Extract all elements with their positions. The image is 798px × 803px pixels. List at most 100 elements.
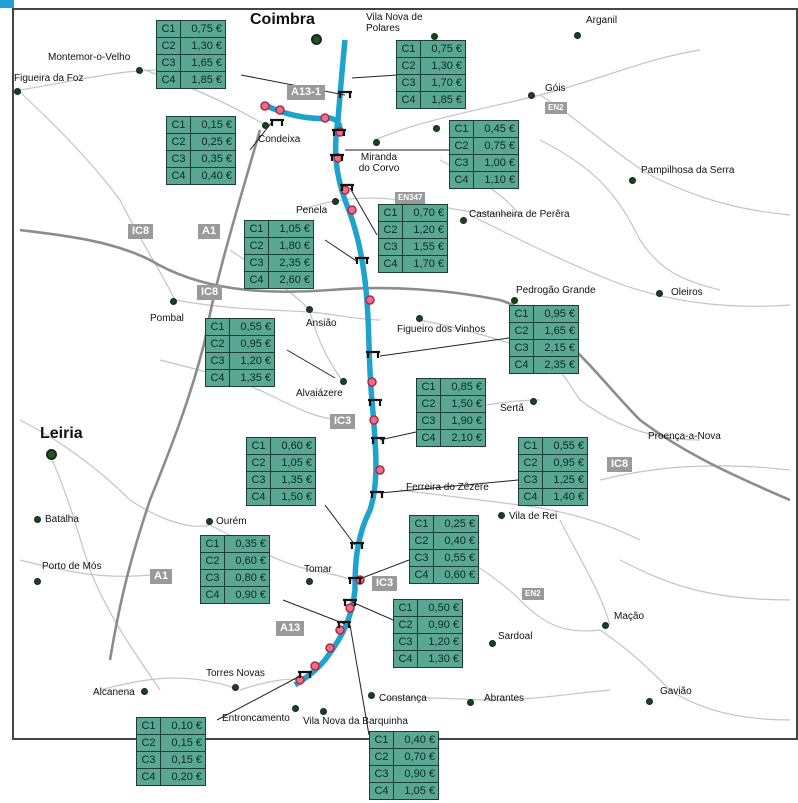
town-leiria[interactable]: Leiria bbox=[40, 425, 83, 442]
toll-gantries bbox=[270, 90, 385, 678]
class-label: C4 bbox=[396, 91, 421, 109]
town-vila-nova-da-barquinha[interactable]: Vila Nova da Barquinha bbox=[303, 716, 408, 727]
town-dot bbox=[602, 622, 609, 629]
town-porto-de-mos[interactable]: Porto de Mós bbox=[42, 561, 102, 572]
town-dot bbox=[489, 640, 496, 647]
toll-price: 1,00 € bbox=[473, 154, 519, 172]
town-batalha[interactable]: Batalha bbox=[45, 514, 79, 525]
town-serta[interactable]: Sertã bbox=[500, 403, 524, 414]
class-label: C2 bbox=[509, 322, 534, 340]
class-label: C4 bbox=[246, 488, 271, 506]
town-ourem[interactable]: Ourém bbox=[216, 516, 247, 527]
toll-price: 1,05 € bbox=[393, 782, 439, 800]
road-label-a13: A13 bbox=[276, 621, 305, 636]
class-label: C3 bbox=[393, 633, 418, 651]
town-sardoal[interactable]: Sardoal bbox=[498, 631, 533, 642]
town-dot bbox=[574, 32, 581, 39]
town-figueiro-dos-vinhos[interactable]: Figueiro dos Vinhos bbox=[397, 324, 486, 335]
town-ansiao[interactable]: Ansião bbox=[306, 318, 337, 329]
town-dot bbox=[467, 699, 474, 706]
class-label: C1 bbox=[156, 20, 181, 38]
town-castanheira-de-perera[interactable]: Castanheira de Perêra bbox=[469, 209, 570, 220]
town-coimbra[interactable]: Coimbra bbox=[250, 11, 315, 28]
toll-price: 1,55 € bbox=[402, 238, 448, 256]
town-gois[interactable]: Góis bbox=[545, 83, 566, 94]
class-label: C4 bbox=[166, 167, 191, 185]
town-dot bbox=[340, 378, 347, 385]
toll-price: 2,35 € bbox=[268, 254, 314, 272]
town-miranda-do-corvo[interactable]: Miranda do Corvo bbox=[358, 152, 400, 174]
toll-price: 0,35 € bbox=[190, 150, 236, 168]
toll-price: 0,85 € bbox=[440, 378, 486, 396]
town-montemor-o-velho[interactable]: Montemor-o-Velho bbox=[48, 52, 131, 63]
class-label: C2 bbox=[378, 221, 403, 239]
toll-price: 1,85 € bbox=[420, 91, 466, 109]
class-label: C1 bbox=[396, 40, 421, 58]
town-abrantes[interactable]: Abrantes bbox=[484, 693, 525, 704]
town-pedrogao-grande[interactable]: Pedrogão Grande bbox=[516, 285, 596, 296]
toll-price: 1,85 € bbox=[180, 71, 226, 89]
town-alcanena[interactable]: Alcanena bbox=[93, 687, 135, 698]
toll-price: 1,20 € bbox=[229, 352, 275, 370]
town-constanca[interactable]: Constança bbox=[379, 693, 427, 704]
town-pombal[interactable]: Pombal bbox=[150, 313, 184, 324]
class-label: C1 bbox=[409, 515, 434, 533]
class-label: C2 bbox=[246, 454, 271, 472]
toll-price: 0,20 € bbox=[160, 768, 206, 786]
toll-price: 0,40 € bbox=[433, 532, 479, 550]
town-vila-de-rei[interactable]: Vila de Rei bbox=[509, 511, 558, 522]
town-arganil[interactable]: Arganil bbox=[586, 15, 618, 26]
town-gaviao[interactable]: Gavião bbox=[660, 686, 692, 697]
class-label: C2 bbox=[393, 616, 418, 634]
toll-price: 0,90 € bbox=[417, 616, 463, 634]
town-alvaiazere[interactable]: Alvaiázere bbox=[296, 388, 343, 399]
toll-price: 0,70 € bbox=[402, 204, 448, 222]
toll-price: 1,30 € bbox=[420, 57, 466, 75]
town-torres-novas[interactable]: Torres Novas bbox=[206, 668, 265, 679]
minor-roads bbox=[19, 49, 791, 721]
town-figueira-da-foz[interactable]: Figueira da Foz bbox=[14, 73, 84, 84]
toll-price: 1,20 € bbox=[402, 221, 448, 239]
toll-price: 1,25 € bbox=[542, 471, 588, 489]
class-label: C4 bbox=[156, 71, 181, 89]
toll-price: 1,65 € bbox=[180, 54, 226, 72]
toll-price: 0,75 € bbox=[473, 137, 519, 155]
class-label: C2 bbox=[416, 395, 441, 413]
toll-price: 0,70 € bbox=[393, 748, 439, 766]
class-label: C3 bbox=[200, 569, 225, 587]
class-label: C3 bbox=[378, 238, 403, 256]
town-dot bbox=[656, 290, 663, 297]
town-tomar[interactable]: Tomar bbox=[304, 564, 332, 575]
town-entroncamento[interactable]: Entroncamento bbox=[222, 713, 290, 724]
class-label: C1 bbox=[416, 378, 441, 396]
town-proenca-a-nova[interactable]: Proença-a-Nova bbox=[648, 431, 721, 442]
town-pampilhosa-da-serra[interactable]: Pampilhosa da Serra bbox=[641, 165, 735, 176]
town-vila-nova-de-polares[interactable]: Vila Nova de Polares bbox=[366, 12, 423, 34]
toll-price: 0,95 € bbox=[533, 305, 579, 323]
town-dot bbox=[311, 34, 322, 45]
town-condeixa[interactable]: Condeixa bbox=[258, 134, 301, 145]
town-macao[interactable]: Mação bbox=[614, 611, 645, 622]
town-dot bbox=[511, 297, 518, 304]
town-ferreira-do-zezere[interactable]: Ferreira do Zêzere bbox=[406, 482, 489, 493]
road-label-a1: A1 bbox=[150, 569, 173, 584]
toll-price: 1,10 € bbox=[473, 171, 519, 189]
town-oleiros[interactable]: Oleiros bbox=[671, 287, 703, 298]
town-penela[interactable]: Penela bbox=[296, 205, 328, 216]
